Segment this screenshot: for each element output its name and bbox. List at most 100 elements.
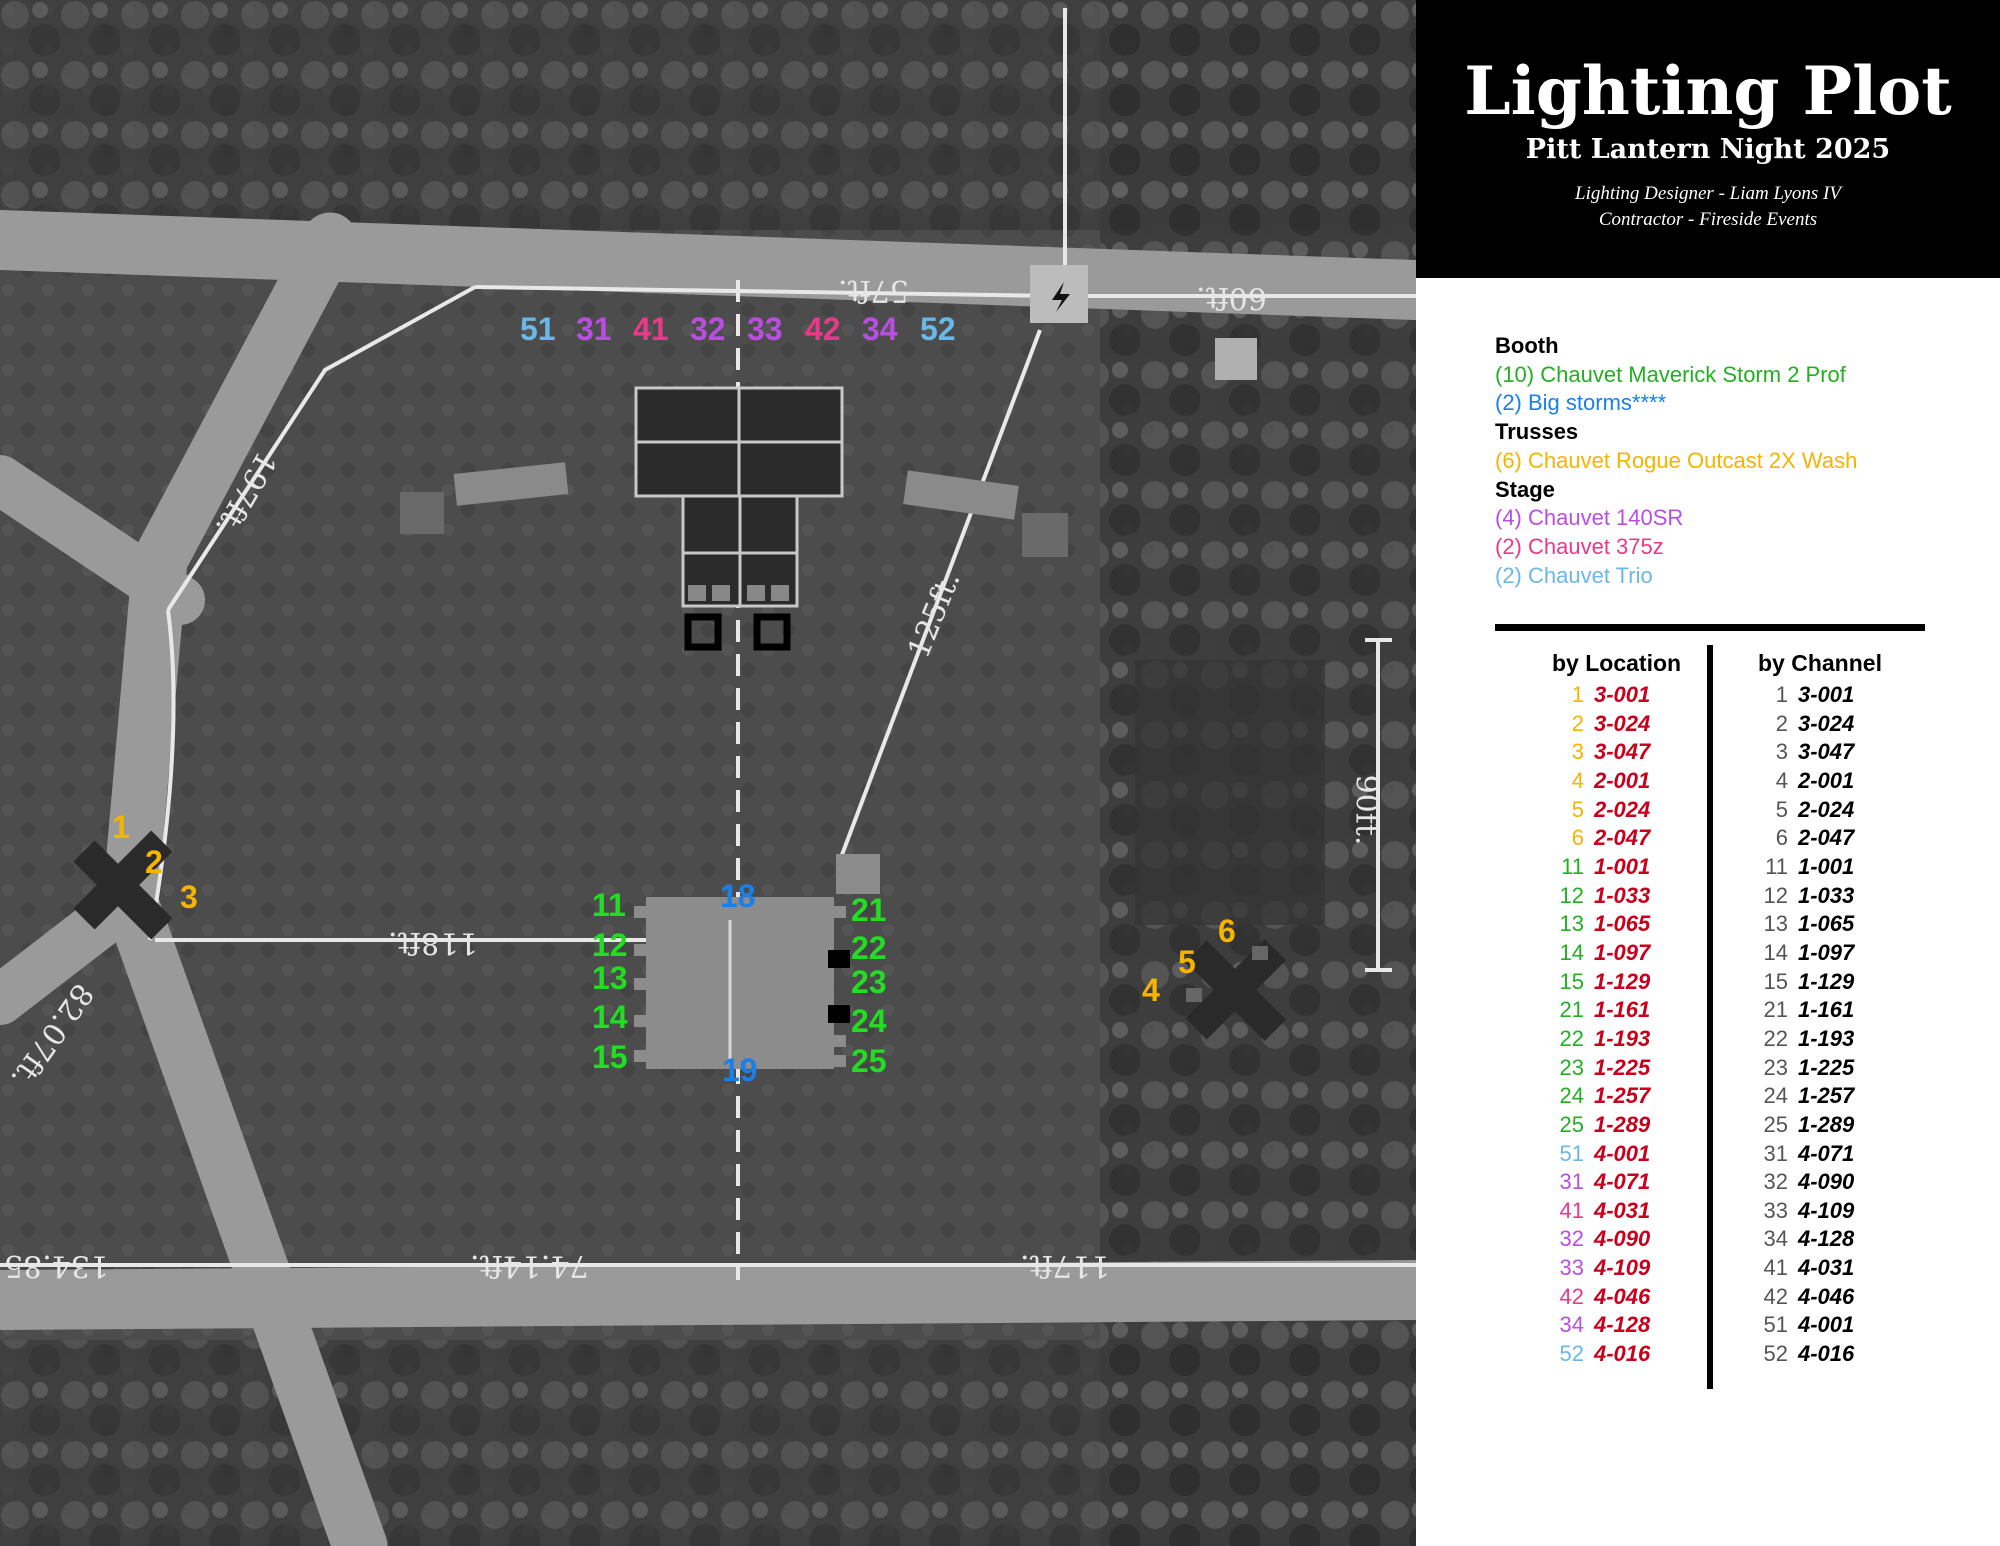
channel-number: 15 [1763, 968, 1788, 994]
dmx-address: 4-001 [1594, 1140, 1651, 1166]
legend-heading: Trusses [1495, 419, 1579, 445]
table-row: 12 1-033 [1540, 882, 1651, 911]
channel-number: 21 [1763, 997, 1788, 1023]
booth [634, 854, 880, 1069]
channel-number: 25 [1763, 1111, 1788, 1137]
dmx-address: 4-016 [1798, 1341, 1855, 1367]
channel-number: 12 [1559, 882, 1584, 908]
dmx-address: 1-065 [1798, 911, 1855, 937]
channel-number: 2 [1571, 710, 1584, 736]
channel-number: 1 [1775, 682, 1788, 707]
channel-number: 4 [1571, 767, 1584, 793]
dmx-address: 4-046 [1798, 1283, 1855, 1309]
table-row: 21 1-161 [1744, 996, 1855, 1025]
dmx-address: 1-193 [1798, 1025, 1855, 1051]
fixture-legend: Booth(10) Chauvet Maverick Storm 2 Prof(… [1495, 332, 1857, 590]
dmx-address: 3-024 [1594, 710, 1651, 736]
dmx-address: 2-001 [1594, 767, 1651, 793]
side-risers [400, 462, 1068, 557]
channel-number: 5 [1571, 796, 1584, 822]
dmx-address: 4-090 [1798, 1169, 1855, 1195]
dmx-address: 1-289 [1594, 1111, 1651, 1137]
dimension-57ft: 57ft. [838, 273, 909, 308]
title-block: Lighting Plot Pitt Lantern Night 2025 Li… [1416, 0, 2000, 278]
booth-fixture-label: 14 [592, 999, 628, 1035]
stage-fixture-label: 42 [805, 311, 841, 347]
channel-number: 2 [1775, 710, 1788, 736]
legend-heading: Booth [1495, 333, 1559, 358]
channel-number: 6 [1571, 825, 1584, 851]
dmx-address: 4-090 [1594, 1226, 1651, 1252]
dmx-address: 1-257 [1594, 1083, 1651, 1109]
dmx-address: 3-047 [1594, 739, 1651, 765]
dmx-address: 1-289 [1798, 1111, 1855, 1137]
site-map: 57ft. 60ft. 197ft. 125ft. 118ft. 90ft. 8… [0, 0, 1416, 1546]
by-channel-heading: by Channel [1758, 650, 1882, 676]
channel-number: 52 [1559, 1341, 1584, 1367]
channel-number: 33 [1763, 1197, 1788, 1223]
table-row: 21 1-161 [1540, 996, 1651, 1025]
legend-item: (6) Chauvet Rogue Outcast 2X Wash [1495, 447, 1858, 473]
dmx-address: 1-257 [1798, 1083, 1855, 1109]
truss-fixture-label: 1 [112, 809, 130, 845]
power-icon [1052, 282, 1070, 312]
channel-number: 14 [1559, 939, 1584, 965]
channel-number: 42 [1559, 1283, 1584, 1309]
booth-fixture-label: 12 [592, 927, 628, 963]
truss-fixture-label: 5 [1178, 944, 1196, 980]
channel-number: 21 [1559, 997, 1584, 1023]
truss-right [1185, 939, 1286, 1041]
dmx-address: 1-033 [1594, 882, 1651, 908]
stage-fixture-label: 31 [576, 311, 612, 347]
booth-fixture-label: 22 [851, 930, 887, 966]
dmx-address: 1-033 [1798, 882, 1855, 908]
legend-item: (4) Chauvet 140SR [1495, 505, 1684, 531]
plot-title: Lighting Plot [1464, 52, 1952, 130]
designer-credit: Lighting Designer - Liam Lyons IV [1575, 183, 1841, 204]
dmx-address: 3-047 [1798, 739, 1855, 765]
dmx-address: 1-161 [1594, 997, 1651, 1023]
dmx-address: 1-161 [1798, 997, 1855, 1023]
channel-number: 14 [1763, 939, 1788, 965]
dmx-address: 1-001 [1798, 853, 1855, 879]
dmx-address: 1-065 [1594, 911, 1651, 937]
truss-left [73, 830, 173, 940]
dmx-address: 1-001 [1594, 853, 1651, 879]
booth-fixture-label: 21 [851, 892, 887, 928]
legend-divider [1495, 624, 1925, 631]
big-storm-label: 18 [720, 878, 756, 914]
booth-fixture-label: 13 [592, 960, 628, 996]
channel-number: 41 [1763, 1255, 1788, 1281]
channel-number: 32 [1559, 1226, 1584, 1252]
booth-fixture-label: 25 [851, 1043, 887, 1079]
dmx-address: 4-128 [1798, 1226, 1855, 1252]
dmx-address: 4-109 [1594, 1255, 1651, 1281]
dmx-address: 4-031 [1594, 1197, 1651, 1223]
stage-fixture-label: 33 [747, 311, 783, 347]
credits: Lighting Designer - Liam Lyons IV Contra… [1416, 181, 2000, 233]
table-row: 32 4-090 [1540, 1225, 1651, 1254]
booth-fixture-label: 15 [592, 1039, 628, 1075]
legend-item: (2) Big storms**** [1495, 390, 1667, 416]
